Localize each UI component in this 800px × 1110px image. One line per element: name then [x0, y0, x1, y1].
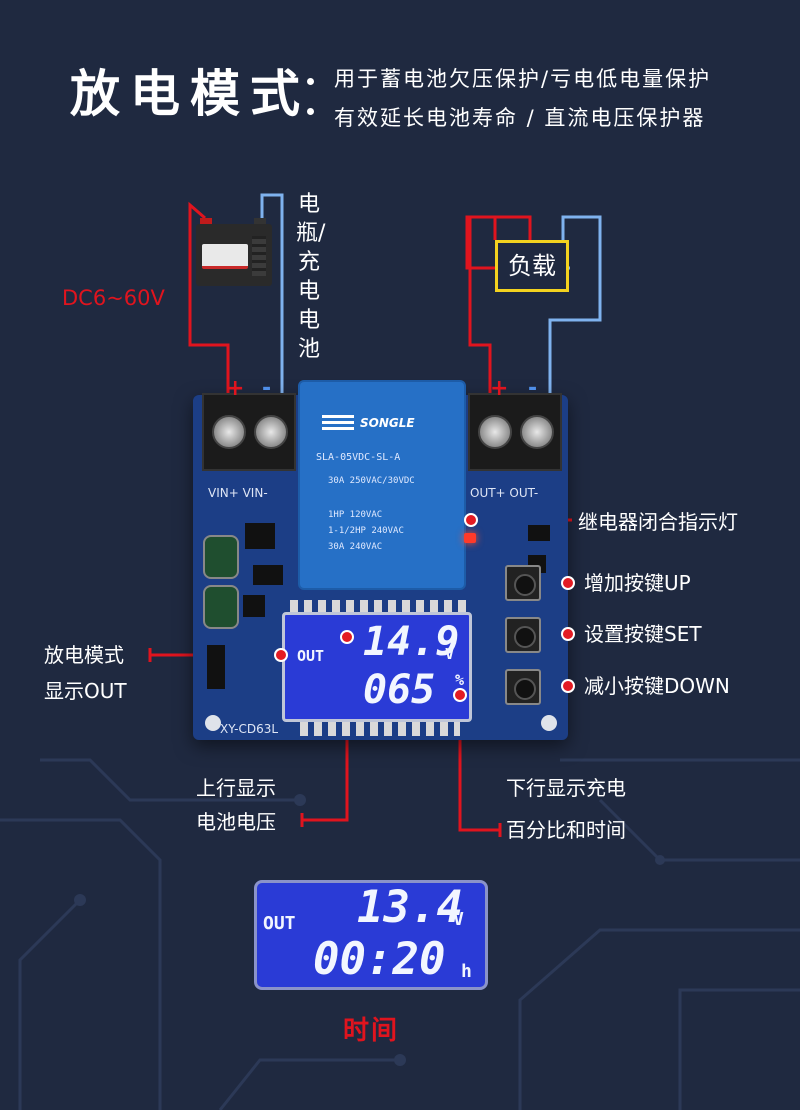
relay-text: 30A 250VAC/30VDC: [328, 476, 415, 486]
out-minus: -: [528, 376, 538, 401]
callout-dot: [453, 688, 467, 702]
lcd-bottom-unit: %: [455, 671, 465, 689]
callout-dot: [561, 576, 575, 590]
time-lcd: OUT 13.4 V 00:20 h: [254, 880, 488, 990]
time-caption: 时间: [343, 1016, 400, 1046]
chip: [245, 523, 275, 549]
mount-hole: [205, 715, 221, 731]
set-button-label: 设置按键SET: [584, 622, 702, 646]
chip: [207, 645, 225, 689]
relay-text: 30A 240VAC: [328, 542, 383, 552]
time-lcd-top-value: 13.4: [357, 882, 463, 933]
chip: [253, 565, 283, 585]
screw[interactable]: [478, 415, 512, 449]
chip: [243, 595, 265, 617]
board-model: XY-CD63L: [220, 722, 279, 736]
lcd-pins-bottom: [300, 722, 460, 736]
capacitor: [203, 585, 239, 629]
time-lcd-bottom-unit: h: [461, 961, 472, 982]
battery-label-text: 电瓶/充电电池: [296, 192, 326, 362]
out-silkscreen: OUT+ OUT-: [470, 486, 539, 500]
relay-text: 1HP 120VAC: [328, 510, 383, 520]
top-row-label-line2: 电池电压: [196, 810, 276, 834]
up-button-label: 增加按键UP: [584, 571, 691, 595]
callout-bottom-row: [458, 695, 500, 832]
relay-indicator-label: 继电器闭合指示灯: [578, 510, 738, 534]
mount-hole: [541, 715, 557, 731]
screw[interactable]: [212, 415, 246, 449]
bottom-row-label-line2: 百分比和时间: [506, 818, 626, 842]
mode-label-line2: 显示OUT: [44, 679, 127, 703]
time-lcd-mode: OUT: [263, 913, 296, 934]
top-row-label-line1: 上行显示: [196, 776, 276, 800]
set-button[interactable]: [505, 617, 541, 653]
relay-text: 1-1/2HP 240VAC: [328, 526, 404, 536]
chip: [528, 525, 550, 541]
page-title: 放电模式: [70, 65, 310, 123]
mode-label-line1: 放电模式: [44, 643, 124, 667]
battery-label: 电瓶/充电电池: [296, 190, 326, 364]
title-colon-dot: [307, 78, 314, 85]
relay-led: [464, 533, 476, 543]
callout-dot: [561, 679, 575, 693]
screw[interactable]: [254, 415, 288, 449]
callout-dot: [340, 630, 354, 644]
vin-terminal: [202, 393, 296, 471]
vin-plus: +: [226, 376, 245, 401]
bottom-row-label-line1: 下行显示充电: [506, 776, 626, 800]
title-colon-dot: [307, 108, 314, 115]
battery-image: [196, 218, 274, 288]
board-lcd: OUT 14.9 V 065 %: [282, 612, 472, 722]
subtitle-line1: 用于蓄电池欠压保护/亏电低电量保护: [334, 67, 712, 91]
relay: SONGLE SLA-05VDC-SL-A 30A 250VAC/30VDC 1…: [298, 380, 466, 590]
callout-dot: [561, 627, 575, 641]
time-lcd-bottom-value: 00:20: [313, 934, 446, 985]
up-button[interactable]: [505, 565, 541, 601]
lcd-pins-top: [290, 600, 470, 612]
capacitor: [203, 535, 239, 579]
load-box: 负载: [495, 240, 569, 292]
down-button-label: 减小按键DOWN: [584, 674, 730, 698]
vin-minus: -: [262, 376, 272, 401]
subtitle-line2: 有效延长电池寿命 / 直流电压保护器: [334, 106, 706, 130]
vin-silkscreen: VIN+ VIN-: [208, 486, 268, 500]
voltage-range: DC6~60V: [62, 286, 165, 310]
lcd-top-unit: V: [445, 645, 455, 663]
lcd-top-value: 14.9: [363, 619, 460, 665]
relay-logo: [322, 414, 354, 430]
down-button[interactable]: [505, 669, 541, 705]
lcd-mode: OUT: [297, 647, 325, 665]
out-terminal: [468, 393, 562, 471]
relay-brand: SONGLE: [360, 416, 415, 430]
lcd-bottom-value: 065: [363, 667, 436, 713]
time-lcd-top-unit: V: [453, 909, 464, 930]
callout-dot: [274, 648, 288, 662]
out-plus: +: [490, 376, 509, 401]
relay-text: SLA-05VDC-SL-A: [316, 452, 401, 463]
screw[interactable]: [520, 415, 554, 449]
callout-dot: [464, 513, 478, 527]
